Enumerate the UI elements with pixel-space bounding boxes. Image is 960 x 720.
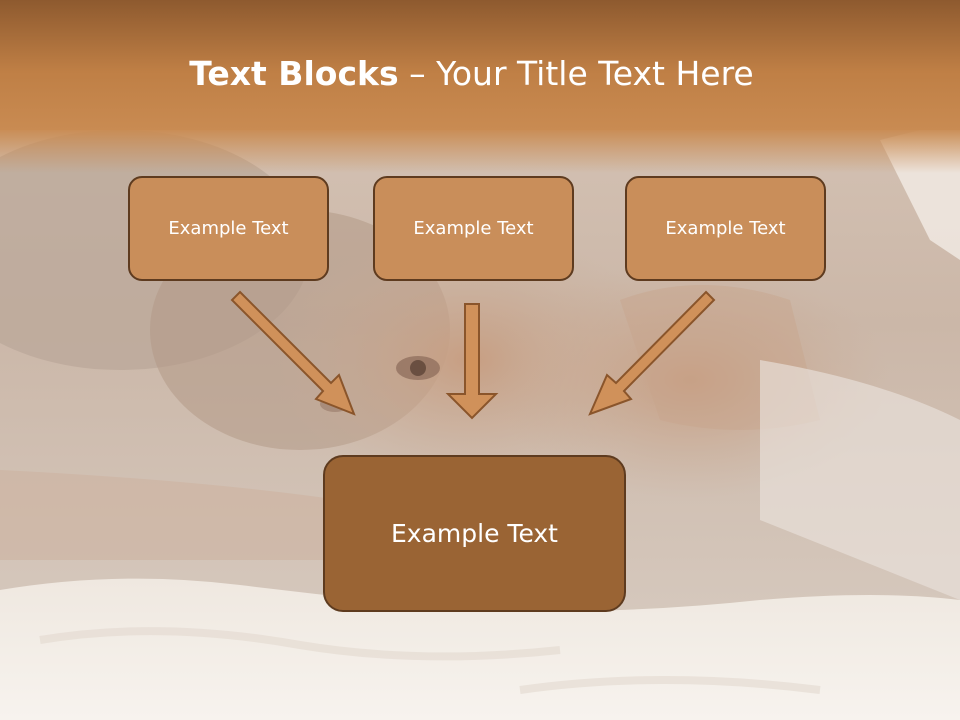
- top-box-left: Example Text: [128, 176, 329, 281]
- top-box-right-text: Example Text: [665, 218, 786, 239]
- arrow-left-diagonal: [230, 290, 356, 416]
- slide-title: Text Blocks – Your Title Text Here: [0, 52, 943, 96]
- center-box-text: Example Text: [391, 519, 558, 548]
- top-box-left-text: Example Text: [168, 218, 289, 239]
- arrow-center-down: [445, 303, 499, 420]
- title-bold-part: Text Blocks: [189, 54, 399, 93]
- top-box-right: Example Text: [625, 176, 826, 281]
- arrow-right-diagonal: [588, 290, 716, 416]
- top-box-center: Example Text: [373, 176, 574, 281]
- center-box: Example Text: [323, 455, 626, 612]
- title-dash: –: [409, 54, 426, 93]
- top-box-center-text: Example Text: [413, 218, 534, 239]
- title-rest-part: Your Title Text Here: [436, 54, 754, 93]
